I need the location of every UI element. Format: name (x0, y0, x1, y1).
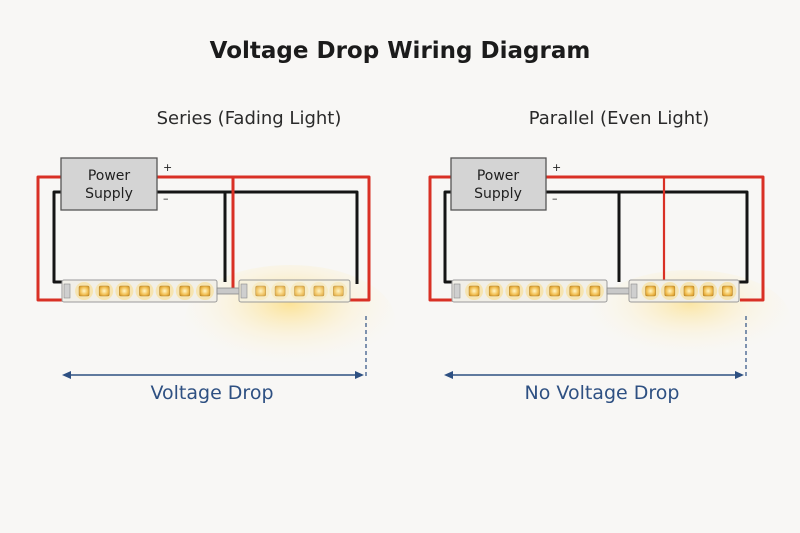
parallel-led-strip-2 (628, 279, 740, 303)
series-panel: Series (Fading Light) Power Supply + – (36, 108, 395, 404)
series-led-strip-1-led-chip (78, 285, 90, 297)
parallel-led-strip-2-led-chip (702, 285, 714, 297)
parallel-negative-wire-mid (546, 190, 621, 282)
parallel-negative-wire-strip-2 (619, 190, 749, 284)
series-led-strip-1-led-chip (199, 285, 211, 297)
series-power-supply: Power Supply + – (60, 157, 172, 211)
parallel-led-strip-1-led-chip (569, 285, 581, 297)
parallel-led-strip-1 (451, 279, 608, 303)
parallel-power-supply: Power Supply + – (450, 157, 561, 211)
series-led-strip-2-led-chip (255, 285, 266, 297)
parallel-power-supply-label-line1: Power (477, 168, 520, 184)
parallel-led-strip-1-led-chip (468, 285, 480, 297)
page-title: Voltage Drop Wiring Diagram (210, 38, 591, 64)
parallel-power-supply-label-line2: Supply (474, 186, 522, 202)
parallel-led-strip-2-led-chip (683, 285, 695, 297)
parallel-led-strip-2-led-chip (664, 285, 676, 297)
parallel-positive-sign: + (552, 161, 561, 174)
series-strip-connector (216, 287, 240, 295)
parallel-led-strip-1-led-chip (589, 285, 601, 297)
series-led-strip-2-led-chip (313, 285, 325, 297)
series-led-strip-1-led-chip (98, 285, 110, 297)
series-led-strip-2 (238, 279, 351, 303)
series-positive-sign: + (163, 161, 172, 174)
parallel-subtitle: Parallel (Even Light) (529, 108, 710, 129)
series-led-strip-2-led-chip (332, 285, 344, 297)
parallel-led-strip-2-solder-pad (630, 283, 638, 299)
series-subtitle: Series (Fading Light) (157, 108, 342, 129)
parallel-positive-wire-top (546, 175, 765, 302)
series-negative-wire-loop (157, 190, 227, 282)
series-power-supply-label-line2: Supply (85, 186, 133, 202)
parallel-led-strip-1-led-chip (488, 285, 500, 297)
parallel-strip-connector (606, 287, 630, 295)
series-voltage-drop-arrow (62, 371, 364, 379)
series-led-strip-2-led-chip (274, 285, 286, 297)
series-led-strip-1-solder-pad (63, 283, 71, 299)
parallel-led-strip-1-led-chip (509, 285, 520, 297)
series-led-strip-1 (61, 279, 218, 303)
series-voltage-drop-label: Voltage Drop (150, 382, 273, 404)
series-led-strip-2-solder-pad (240, 283, 248, 299)
series-led-strip-1-led-chip (119, 285, 130, 297)
series-negative-sign: – (163, 192, 169, 205)
parallel-negative-sign: – (552, 192, 558, 205)
parallel-led-strip-1-led-chip (549, 285, 560, 297)
parallel-no-voltage-drop-arrow (444, 371, 744, 379)
series-negative-wire-strip-2 (225, 190, 359, 284)
series-led-strip-2-led-chip (294, 285, 305, 297)
series-led-strip-1-led-chip (139, 285, 150, 297)
series-led-strip-1-led-chip (159, 285, 170, 297)
series-led-strip-1-led-chip (179, 285, 191, 297)
parallel-panel: Parallel (Even Light) Power Supply + – (428, 108, 790, 404)
parallel-no-voltage-drop-label: No Voltage Drop (525, 382, 680, 404)
parallel-led-strip-2-led-chip (722, 285, 733, 297)
parallel-led-strip-1-solder-pad (453, 283, 461, 299)
series-positive-wire-top (157, 175, 371, 302)
parallel-led-strip-1-led-chip (529, 285, 540, 297)
parallel-led-strip-2-led-chip (645, 285, 656, 297)
series-power-supply-label-line1: Power (88, 168, 131, 184)
